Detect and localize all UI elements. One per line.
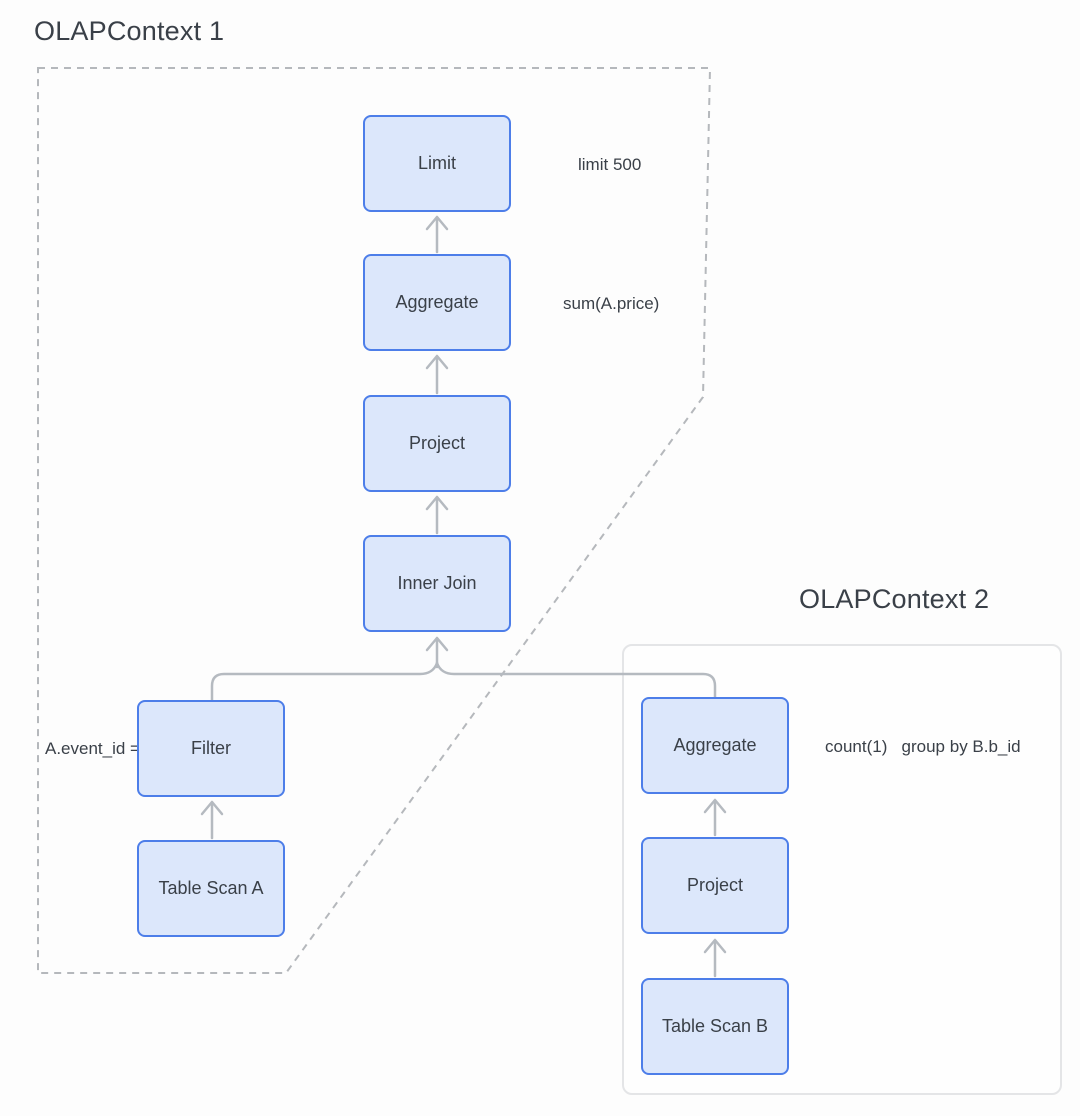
arrow-innerjoin-to-project1 bbox=[425, 495, 449, 535]
node-aggregate-2: Aggregate bbox=[641, 697, 789, 794]
arrow-aggregate1-to-limit bbox=[425, 215, 449, 254]
aggregate1-annotation: sum(A.price) bbox=[563, 294, 660, 313]
node-aggregate-2-label: Aggregate bbox=[673, 735, 757, 755]
aggregate2-annotation: count(1) group by B.b_id bbox=[825, 737, 1021, 756]
context1-title: OLAPContext 1 bbox=[34, 16, 225, 46]
node-project-1-label: Project bbox=[408, 433, 466, 453]
connector-aggregate2-to-innerjoin bbox=[435, 661, 717, 699]
node-limit: Limit bbox=[363, 115, 511, 212]
node-table-scan-a-label: Table Scan A bbox=[158, 878, 264, 898]
node-filter: Filter bbox=[137, 700, 285, 797]
connector-filter-to-innerjoin bbox=[210, 661, 439, 702]
arrow-project1-to-aggregate1 bbox=[425, 354, 449, 395]
context2-title: OLAPContext 2 bbox=[799, 584, 990, 614]
node-inner-join: Inner Join bbox=[363, 535, 511, 632]
context1-dashed-boundary bbox=[37, 67, 712, 974]
arrow-junction-to-innerjoin bbox=[425, 636, 449, 669]
node-project-2-label: Project bbox=[686, 875, 744, 895]
node-filter-label: Filter bbox=[191, 738, 231, 758]
node-table-scan-b-label: Table Scan B bbox=[661, 1016, 769, 1036]
node-table-scan-a: Table Scan A bbox=[137, 840, 285, 937]
node-aggregate-1-label: Aggregate bbox=[395, 292, 479, 312]
arrow-project2-to-aggregate2 bbox=[703, 798, 727, 837]
arrow-tablescana-to-filter bbox=[200, 800, 224, 840]
arrow-tablescanb-to-project2 bbox=[703, 938, 727, 978]
node-limit-label: Limit bbox=[417, 153, 456, 173]
node-table-scan-b: Table Scan B bbox=[641, 978, 789, 1075]
node-inner-join-label: Inner Join bbox=[397, 573, 477, 593]
limit-annotation: limit 500 bbox=[578, 155, 642, 174]
node-project-2: Project bbox=[641, 837, 789, 934]
node-project-1: Project bbox=[363, 395, 511, 492]
filter-annotation: A.event_id = bbox=[45, 739, 140, 758]
node-aggregate-1: Aggregate bbox=[363, 254, 511, 351]
